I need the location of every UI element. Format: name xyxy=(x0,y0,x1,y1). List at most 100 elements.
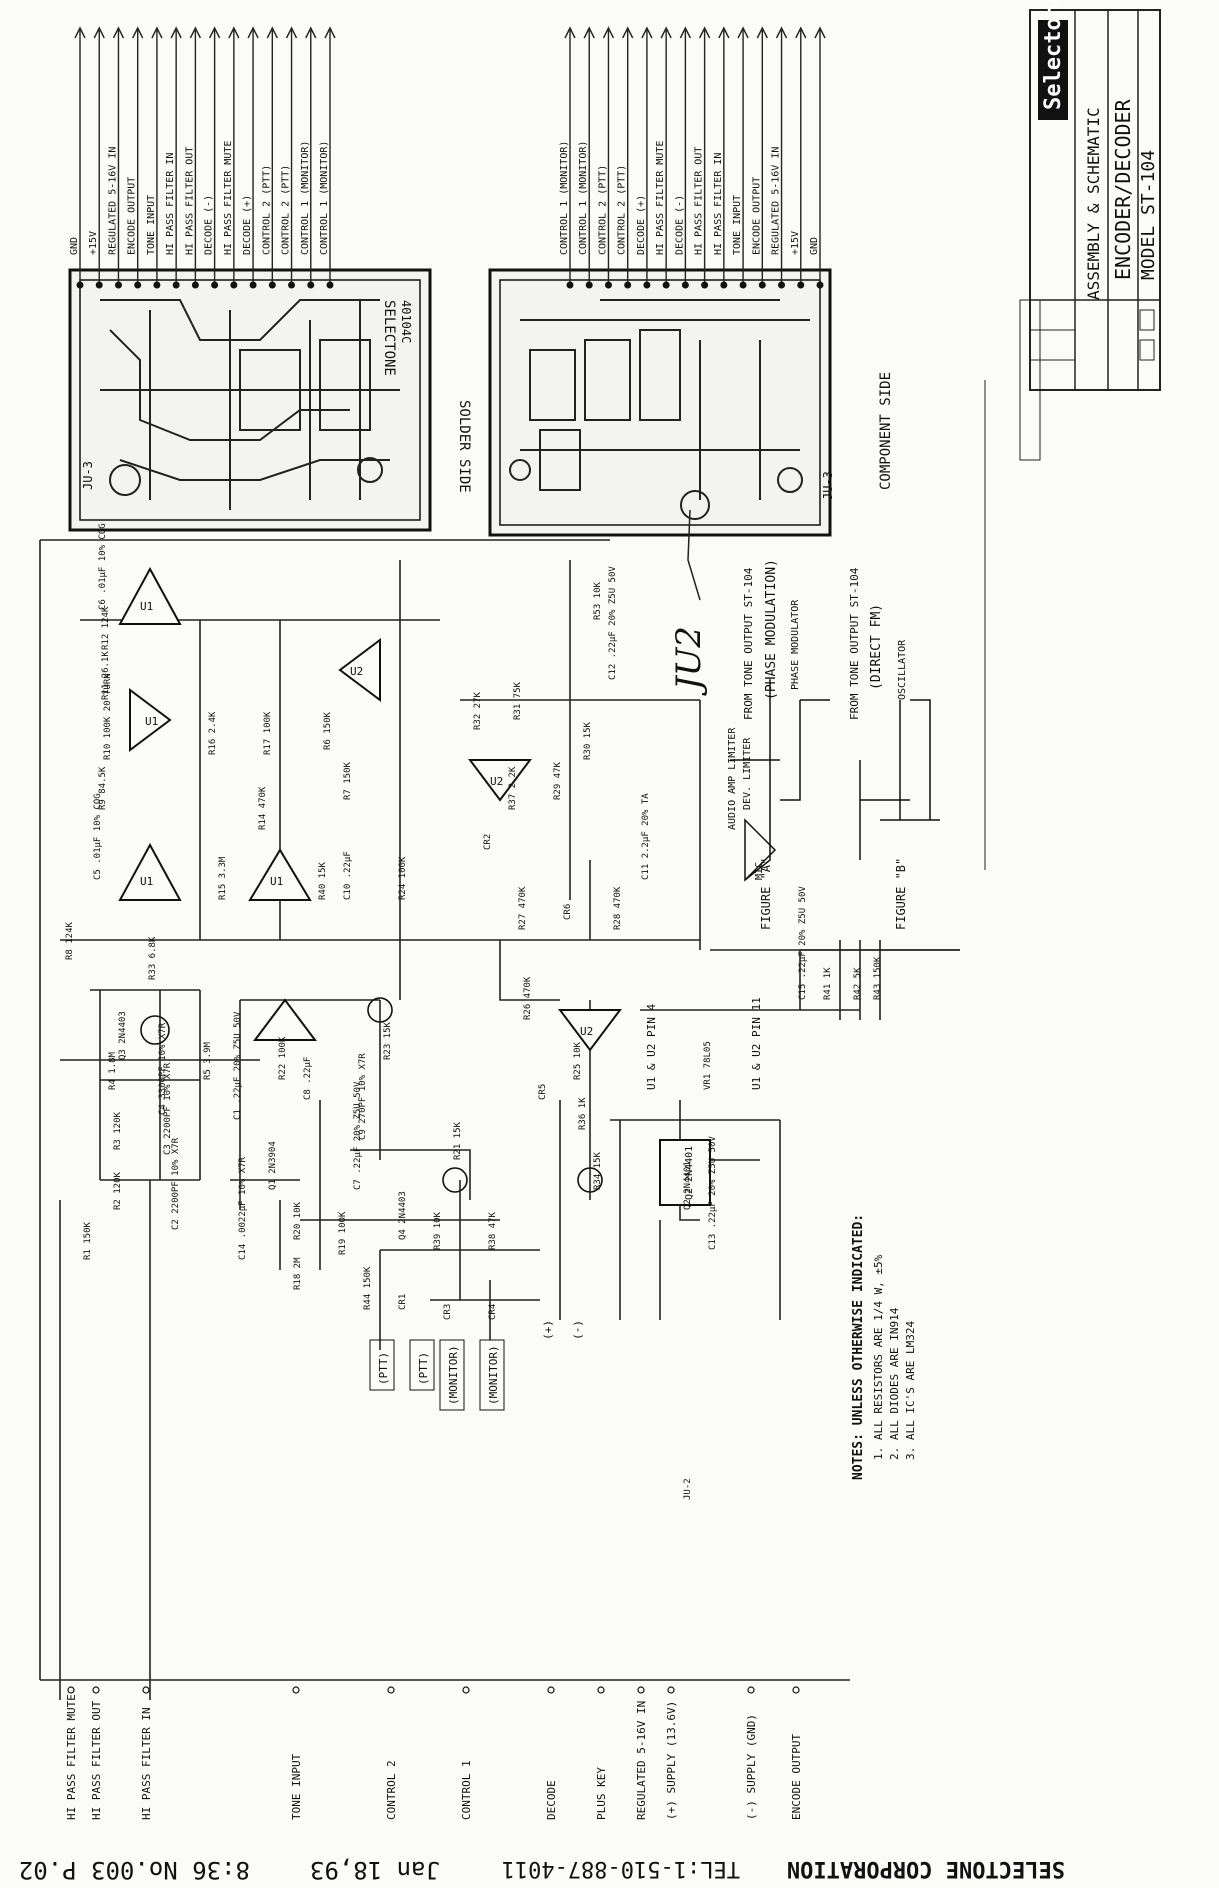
fax-time-page: 8:36 No.003 P.02 xyxy=(19,1856,250,1884)
opamp-u1-e xyxy=(253,998,317,1041)
component-pin-pad xyxy=(624,281,632,289)
solder-pin-pad xyxy=(172,281,180,289)
component-label: R28 470K xyxy=(613,886,623,930)
fig-a-audio-amp: AUDIO AMP LIMITER xyxy=(727,727,738,830)
component-label: R19 100K xyxy=(338,1211,348,1255)
fax-company: SELECTONE CORPORATION xyxy=(787,1856,1065,1881)
component-label: R40 15K xyxy=(318,861,328,900)
fig-b-from: FROM TONE OUTPUT ST-104 xyxy=(848,567,861,720)
component-label: C13 .22µF 20% Z5U 50V xyxy=(708,1136,718,1250)
component-pin-label: CONTROL 1 (MONITOR) xyxy=(578,141,589,255)
fig-b-modulation: (DIRECT FM) xyxy=(869,604,884,690)
component-label: R14 470K xyxy=(258,786,268,830)
component-label: C5 .01µF 10% COG xyxy=(93,793,103,880)
io-terminal-pad xyxy=(292,1686,300,1694)
io-tag-minus: (-) xyxy=(572,1320,585,1340)
io-terminal-pad xyxy=(637,1686,645,1694)
figure-a: FIGURE "A" (PHASE MODULATION) FROM TONE … xyxy=(727,559,830,930)
solder-board-id: 40104C xyxy=(399,300,413,343)
fig-a-phase-modulator: PHASE MODULATOR xyxy=(790,599,801,690)
component-jumper-label: JU-3 xyxy=(821,471,835,500)
solder-pin-arrow xyxy=(266,26,278,39)
io-tag-monitor-2: (MONITOR) xyxy=(487,1345,500,1405)
component-pin-pad xyxy=(585,281,593,289)
solder-pin-arrow xyxy=(151,26,163,39)
opamp-symbols xyxy=(118,566,622,1052)
component-pin-label: CONTROL 1 (MONITOR) xyxy=(559,141,570,255)
solder-pin-pad xyxy=(191,281,199,289)
solder-pin-arrow xyxy=(305,26,317,39)
opamp-u1-c xyxy=(129,688,172,752)
component-label: R3 120K xyxy=(113,1111,123,1150)
solder-pin-label: REGULATED 5-16V IN xyxy=(107,147,118,255)
io-tag-group: (PTT) (PTT) (MONITOR) (MONITOR) (+) (-) … xyxy=(369,997,763,1411)
component-label: C11 2.2µF 20% TA xyxy=(641,793,651,880)
component-label: VR1 78L05 xyxy=(703,1041,713,1090)
io-terminal-pad xyxy=(67,1686,75,1694)
component-label: R10 100K 20 TURN xyxy=(103,673,113,760)
fax-date: Jan 18,93 xyxy=(310,1856,440,1884)
component-label: C14 .0022µF 10% X7R xyxy=(238,1156,248,1260)
component-pin-pad xyxy=(566,281,574,289)
io-terminal-pad xyxy=(462,1686,470,1694)
to-pin-11-label: U1 & U2 PIN 11 xyxy=(750,997,763,1090)
component-label: R24 100K xyxy=(398,856,408,900)
io-terminal-label: CONTROL 1 xyxy=(460,1760,473,1820)
transistor-symbols xyxy=(140,997,603,1193)
io-terminal-label: TONE INPUT xyxy=(290,1753,303,1820)
solder-pin-label: GND xyxy=(69,237,80,255)
solder-pin-pad xyxy=(230,281,238,289)
component-pin-arrow xyxy=(641,26,653,39)
component-label: Q4 2N4403 xyxy=(398,1191,408,1240)
component-label: R21 15K xyxy=(453,1121,463,1160)
solder-pin-arrow xyxy=(132,26,144,39)
component-label: Q1 2N3904 xyxy=(268,1141,278,1190)
component-label: CR4 xyxy=(488,1304,498,1320)
component-pin-label: CONTROL 2 (PTT) xyxy=(597,165,608,255)
component-label: C6 .01µF 10% COG xyxy=(98,523,108,610)
io-terminal-pad xyxy=(92,1686,100,1694)
component-label: R12 124K xyxy=(101,606,111,650)
component-label: R4 1.8M xyxy=(108,1051,118,1090)
component-label: CR2 xyxy=(483,834,493,850)
opamp-label-5: U2 xyxy=(350,665,363,678)
component-pin-label: GND xyxy=(809,237,820,255)
opamp-u2-b xyxy=(468,759,532,802)
component-label: R39 10K xyxy=(433,1211,443,1250)
fax-tel: TEL:1-510-887-4011 xyxy=(502,1856,740,1881)
fig-a-from: FROM TONE OUTPUT ST-104 xyxy=(742,567,755,720)
component-label: R29 47K xyxy=(553,761,563,800)
solder-pin-pad xyxy=(307,281,315,289)
component-pin-arrow xyxy=(737,26,749,39)
opamp-u1-d xyxy=(248,848,312,901)
component-label: R1 150K xyxy=(83,1221,93,1260)
component-pin-arrow xyxy=(583,26,595,39)
notes-header: NOTES: UNLESS OTHERWISE INDICATED: xyxy=(851,1214,866,1480)
solder-pin-label: DECODE (-) xyxy=(204,195,215,255)
title-block: Selectone ASSEMBLY & SCHEMATIC ENCODER/D… xyxy=(984,0,1161,870)
component-pin-pad xyxy=(758,281,766,289)
fig-b-title: FIGURE "B" xyxy=(894,858,908,930)
component-pin-arrow xyxy=(564,26,576,39)
io-terminal-label: REGULATED 5-16V IN xyxy=(635,1701,648,1820)
solder-pin-label: ENCODE OUTPUT xyxy=(127,177,138,255)
component-label: Q2 2N4401 xyxy=(683,1161,693,1210)
component-label: R31 75K xyxy=(513,681,523,720)
component-label: C12 .22µF 20% Z5U 50V xyxy=(608,566,618,680)
title-line1: ASSEMBLY & SCHEMATIC xyxy=(1084,107,1103,300)
component-pin-group: CONTROL 1 (MONITOR) CONTROL 1 (MONITOR) CO… xyxy=(559,26,826,289)
io-terminal-pad xyxy=(547,1686,555,1694)
fax-header: 8:36 No.003 P.02 Jan 18,93 TEL:1-510-887… xyxy=(19,1856,1065,1884)
ju2-pointer xyxy=(687,509,701,601)
component-label: CR1 xyxy=(398,1294,408,1310)
component-label: R6 150K xyxy=(323,711,333,750)
solder-pin-pad xyxy=(114,281,122,289)
component-label: R26 470K xyxy=(523,976,533,1020)
component-label: R42 5K xyxy=(853,967,863,1000)
component-label: R25 10K xyxy=(573,1041,583,1080)
component-pin-arrow xyxy=(602,26,615,39)
component-label: C1 .22µF 20% Z5U 50V xyxy=(233,1011,243,1120)
